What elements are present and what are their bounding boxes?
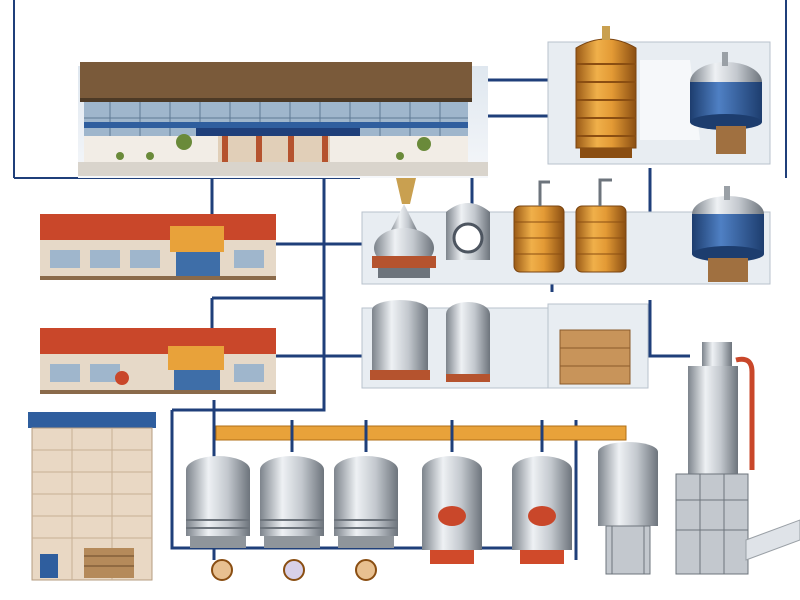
copper-column-tank [575,26,637,158]
steel-tank-small [446,302,490,382]
pot-still [372,178,436,278]
porthole-vessel [446,203,490,260]
silo-large [598,442,658,575]
blue-kettle-lower [692,186,764,282]
storage-tower [28,412,156,581]
blue-kettle-upper [690,52,762,154]
fermenter-1 [186,456,250,548]
warehouse-lower [40,328,276,394]
copper-fermenter-right [575,178,627,273]
header-pipe [215,420,627,452]
gauge-icons [211,559,377,581]
mash-filter-crate [559,329,631,385]
conveyor [745,519,800,561]
main-office-building [78,62,488,178]
fermenter-4 [422,456,482,564]
steel-mash-tun [370,300,430,380]
copper-fermenter-left [513,180,565,273]
warehouse-upper [40,214,276,280]
silo-tall [675,342,755,575]
fermenter-2 [260,456,324,548]
fermenter-3 [334,456,398,548]
fermenter-5 [512,456,572,564]
